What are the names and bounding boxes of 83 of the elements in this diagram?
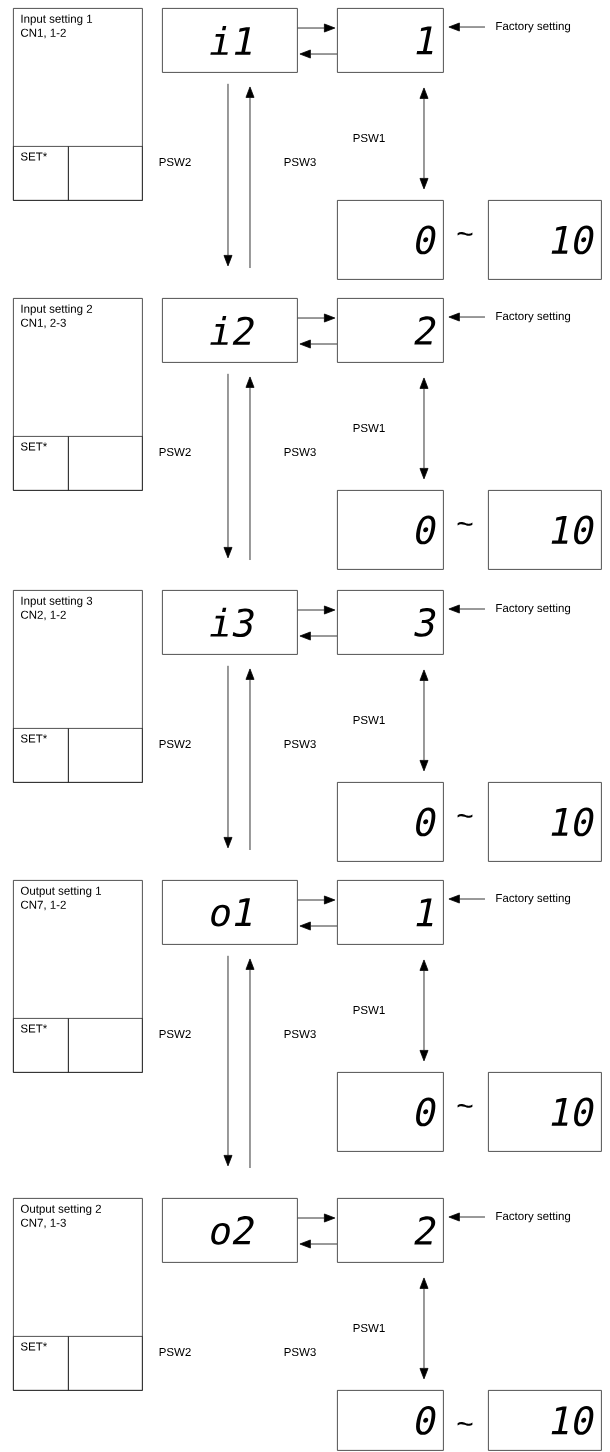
display-box: 10 (488, 1072, 602, 1152)
edge-label: PSW1 (351, 1322, 387, 1334)
edge-label: PSW2 (157, 156, 193, 168)
table-cell (68, 1018, 143, 1073)
table-cell: SET* (13, 146, 69, 201)
factory-setting-text: Factory setting (496, 311, 571, 323)
table-cell (68, 436, 143, 491)
edge-label: PSW2 (157, 738, 193, 750)
table-cell: SET* (13, 436, 69, 491)
display-box: i2 (162, 298, 298, 363)
display-box: 3 (337, 590, 444, 655)
arrow (297, 605, 336, 615)
tilde-label: ~ (457, 1422, 473, 1426)
arrow (448, 312, 486, 322)
edge-label: PSW3 (282, 738, 318, 750)
arrow (297, 23, 336, 33)
display-box: o1 (162, 880, 298, 945)
edge-label: PSW2 (157, 446, 193, 458)
arrow (223, 373, 233, 559)
arrow (448, 894, 486, 904)
display-box: 1 (337, 8, 444, 73)
tilde-label: ~ (457, 814, 473, 818)
display-box: 10 (488, 1390, 602, 1451)
arrow (223, 665, 233, 849)
arrow (223, 83, 233, 267)
display-box: 2 (337, 1198, 444, 1263)
display-box: 10 (488, 490, 602, 570)
arrow (245, 958, 255, 1169)
arrow (299, 49, 338, 59)
tilde-label: ~ (457, 1104, 473, 1108)
switch-label: PSW2 (159, 1347, 191, 1357)
tilde-label: ~ (457, 522, 473, 526)
edge-label: PSW3 (282, 1028, 318, 1040)
arrow (419, 1277, 429, 1380)
display-box: 0 (337, 200, 444, 280)
display-box: 0 (337, 782, 444, 862)
table-cell (68, 1336, 143, 1391)
display-box: i3 (162, 590, 298, 655)
arrow (419, 959, 429, 1062)
arrow (419, 87, 429, 190)
factory-setting-text: Factory setting (496, 893, 571, 905)
arrow (448, 1212, 486, 1222)
display-box: 2 (337, 298, 444, 363)
factory-setting-text: Factory setting (496, 603, 571, 615)
switch-label: PSW3 (284, 1347, 316, 1357)
table-cell (68, 728, 143, 783)
edge-label: PSW3 (282, 446, 318, 458)
arrow (448, 22, 486, 32)
edge-label: PSW1 (351, 1004, 387, 1016)
arrow (297, 313, 336, 323)
display-box: o2 (162, 1198, 298, 1263)
display-box: 0 (337, 1072, 444, 1152)
display-box: 1 (337, 880, 444, 945)
table-cell (68, 146, 143, 201)
display-box: 10 (488, 200, 602, 280)
arrow (297, 1213, 336, 1223)
arrow (245, 86, 255, 269)
factory-setting-text: Factory setting (496, 1211, 571, 1223)
edge-label: PSW1 (351, 714, 387, 726)
arrow (448, 604, 486, 614)
display-box: i1 (162, 8, 298, 73)
display-box: 10 (488, 782, 602, 862)
arrow (299, 339, 338, 349)
edge-label: PSW1 (351, 422, 387, 434)
edge-label: PSW3 (282, 156, 318, 168)
edge-label: PSW1 (351, 132, 387, 144)
table-cell: SET* (13, 1336, 69, 1391)
display-box: 0 (337, 490, 444, 570)
table-cell: SET* (13, 1018, 69, 1073)
display-box: 0 (337, 1390, 444, 1451)
arrow (299, 631, 338, 641)
arrow (299, 1239, 338, 1249)
arrow (245, 376, 255, 561)
table-cell: SET* (13, 728, 69, 783)
arrow (297, 895, 336, 905)
arrow (419, 377, 429, 480)
edge-label: PSW2 (157, 1028, 193, 1040)
arrow (419, 669, 429, 772)
tilde-label: ~ (457, 232, 473, 236)
arrow (245, 668, 255, 851)
arrow (223, 955, 233, 1167)
arrow (299, 921, 338, 931)
factory-setting-text: Factory setting (496, 21, 571, 33)
